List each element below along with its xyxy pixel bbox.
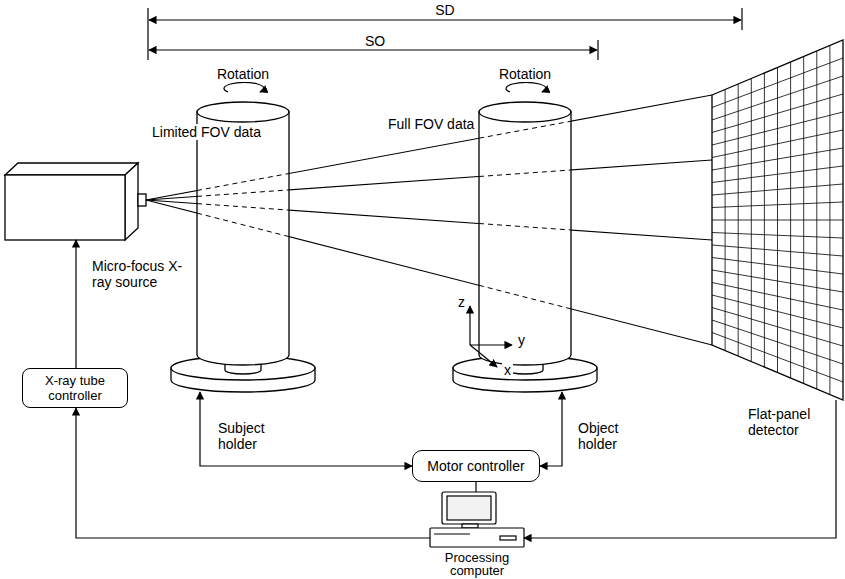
node-text: Subject holder (218, 420, 280, 452)
axis-label: x (502, 362, 513, 378)
subject-holder: Subject holder (171, 356, 315, 392)
axis-label: y (516, 332, 527, 348)
hidden-beams (197, 121, 571, 309)
object-holder: Object holder (453, 356, 597, 392)
node-text: X-ray tube controller (29, 373, 121, 403)
node-text: Micro-focus X-ray source (92, 258, 184, 290)
connector-line (540, 392, 562, 466)
rotation-arrows (224, 82, 546, 92)
connector-line (200, 392, 412, 466)
object-cylinder (453, 102, 597, 392)
xray-source-box (5, 163, 146, 240)
fov-label: Full FOV data (386, 116, 476, 132)
coordinate-axes (470, 306, 512, 367)
node-text: Flat-panel detector (748, 406, 826, 438)
computer-icon (430, 492, 524, 547)
fov-label: Limited FOV data (150, 124, 263, 140)
flat-panel-detector: Flat-panel detector (712, 40, 843, 400)
node-text: Processing computer (420, 551, 534, 577)
dimension-label: SO (360, 33, 390, 49)
xray-source: Micro-focus X-ray source (5, 163, 138, 240)
controller-box: Motor controller (412, 450, 540, 482)
connector-line (75, 240, 76, 368)
axis-label: z (456, 294, 467, 310)
processing-computer: Processing computer (430, 492, 524, 548)
rotation-label: Rotation (485, 66, 565, 82)
node-text: Motor controller (419, 458, 533, 474)
node-text: Object holder (578, 420, 640, 452)
controller-box: X-ray tube controller (22, 368, 128, 408)
rotation-label: Rotation (203, 66, 283, 82)
connector-line (76, 408, 430, 538)
connector-line (475, 482, 476, 492)
subject-cylinder (171, 102, 315, 392)
flat-panel-grid (712, 40, 843, 400)
connector-line (524, 400, 836, 538)
dimension-label: SD (430, 2, 460, 18)
